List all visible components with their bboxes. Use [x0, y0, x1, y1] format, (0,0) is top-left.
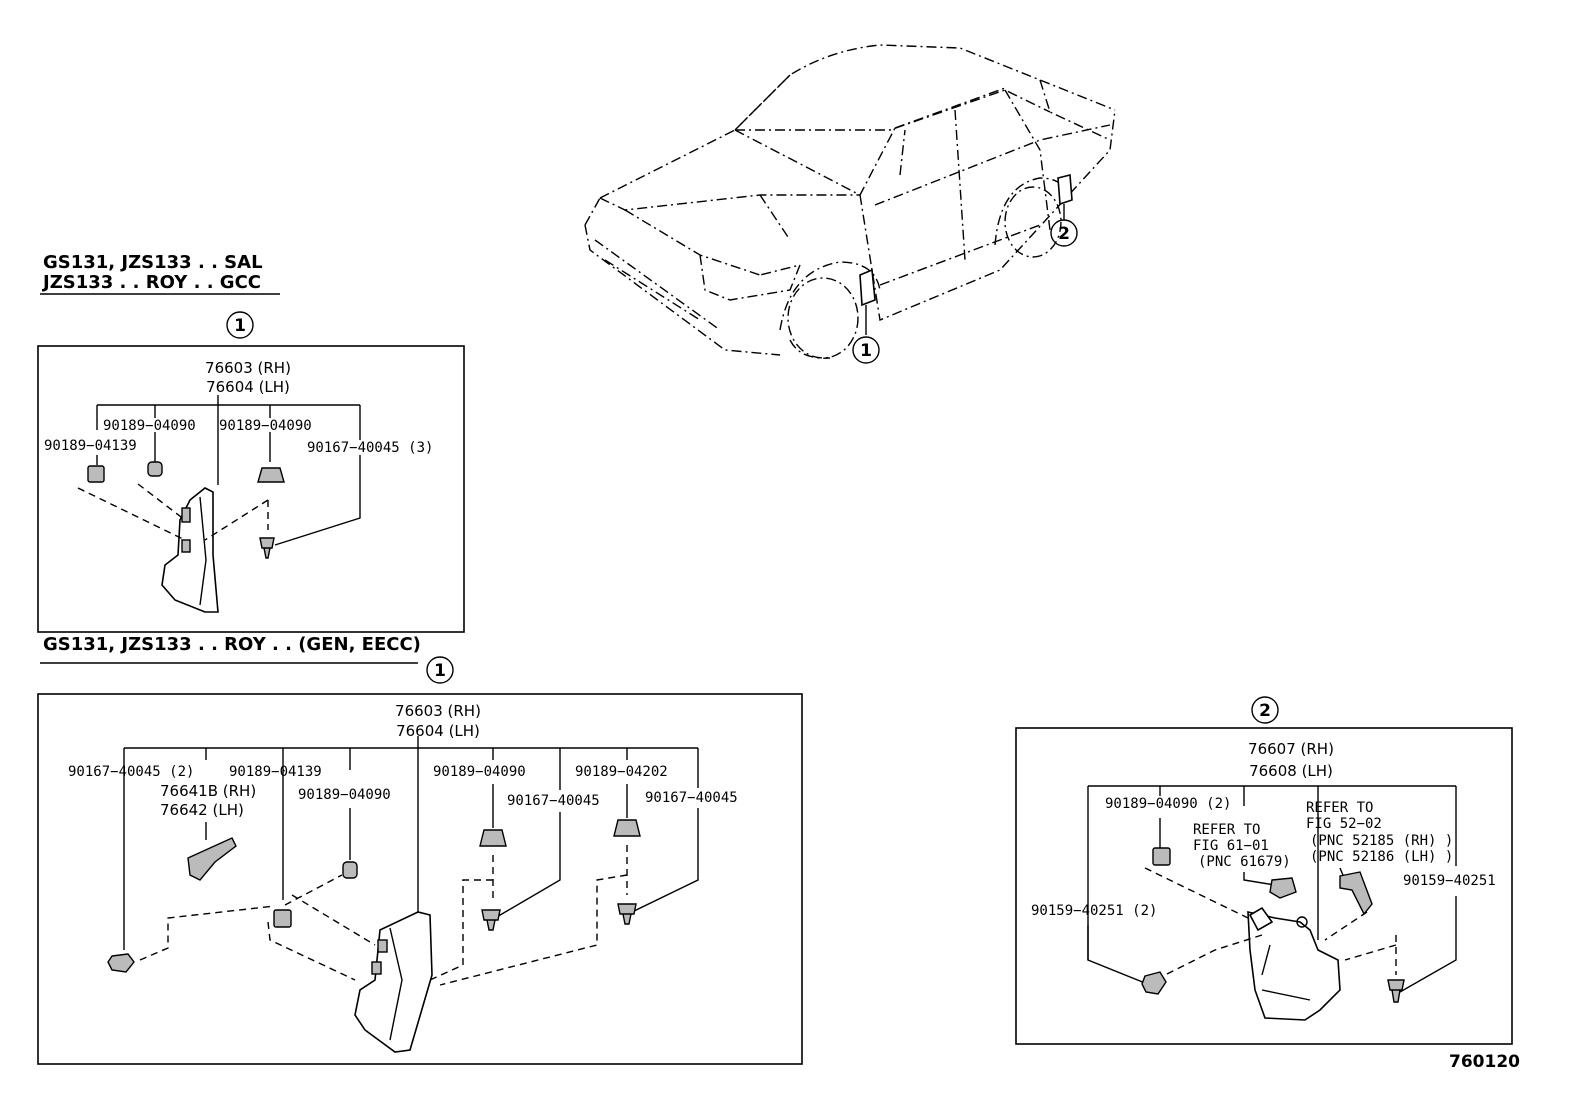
section-b-screw-1 — [481, 909, 501, 931]
section-c-retainer — [1269, 877, 1297, 899]
section-a-part-a: 90189−04139 — [44, 438, 137, 454]
section-a: GS131, JZS133 . . SAL JZS133 . . ROY . .… — [37, 252, 465, 633]
section-a-part-d: 90167−40045 (3) — [307, 440, 433, 456]
section-c-assembly-lh: 76608 (LH) — [1249, 762, 1333, 780]
car-illustration: 1 2 — [584, 44, 1116, 364]
section-c-assembly-rh: 76607 (RH) — [1248, 740, 1334, 758]
section-b-clip-2 — [273, 909, 292, 928]
section-a-part-c: 90189−04090 — [219, 418, 312, 434]
section-b-bracket — [187, 837, 237, 881]
section-c-refer2-line4: (PNC 52186 (LH) ) — [1310, 849, 1453, 865]
section-a-part-b: 90189−04090 — [103, 418, 196, 434]
section-c-refer1-line2: FIG 61−01 — [1193, 838, 1269, 854]
section-b-part-h: 90167−40045 — [645, 790, 738, 806]
section-c-part-b: 90159−40251 (2) — [1031, 903, 1157, 919]
section-b-part-e: 90189−04090 — [433, 764, 526, 780]
section-b-clip-1 — [342, 861, 358, 879]
section-b: GS131, JZS133 . . ROY . . (GEN, EECC) 1 … — [37, 634, 803, 1065]
section-a-screw — [259, 537, 275, 559]
car-callout-2: 2 — [1058, 224, 1070, 244]
section-a-clip-1 — [87, 465, 105, 483]
section-c-bracket — [1339, 871, 1373, 916]
section-c: 2 76607 (RH) 76608 (LH) 90189−04090 (2) … — [1015, 696, 1513, 1045]
section-c-part-a: 90189−04090 (2) — [1105, 796, 1231, 812]
section-a-clip-2 — [147, 461, 163, 477]
section-c-refer2-line3: (PNC 52185 (RH) ) — [1310, 833, 1453, 849]
section-a-callout: 1 — [234, 316, 246, 336]
section-b-mudflap — [354, 911, 433, 1053]
section-b-screw-3 — [107, 953, 135, 973]
section-a-assembly-rh: 76603 (RH) — [205, 359, 291, 377]
section-b-part-b: 90189−04139 — [229, 764, 322, 780]
section-b-callout: 1 — [434, 661, 446, 681]
section-b-header: GS131, JZS133 . . ROY . . (GEN, EECC) — [43, 634, 421, 655]
section-b-part-a: 90167−40045 (2) — [68, 764, 194, 780]
section-c-callout: 2 — [1259, 701, 1271, 721]
section-b-screw-2 — [617, 903, 637, 925]
section-b-assembly-lh: 76604 (LH) — [396, 722, 480, 740]
figure-number: 760120 — [1449, 1052, 1520, 1072]
section-a-header-line2: JZS133 . . ROY . . GCC — [41, 272, 261, 293]
car-callout-1: 1 — [860, 341, 872, 361]
section-c-clip — [1152, 847, 1171, 866]
section-c-mudflap — [1247, 910, 1341, 1021]
section-b-part-f: 90167−40045 — [507, 793, 600, 809]
section-b-part-c-rh: 76641B (RH) — [160, 782, 256, 800]
section-b-part-c-lh: 76642 (LH) — [160, 801, 244, 819]
section-a-header-line1: GS131, JZS133 . . SAL — [43, 252, 263, 273]
section-b-part-g: 90189−04202 — [575, 764, 668, 780]
section-b-clip-4 — [613, 819, 641, 837]
section-a-assembly-lh: 76604 (LH) — [206, 378, 290, 396]
section-c-refer1-line3: (PNC 61679) — [1198, 854, 1291, 870]
section-a-clip-3 — [257, 467, 285, 483]
section-b-assembly-rh: 76603 (RH) — [395, 702, 481, 720]
section-c-screw-2 — [1387, 979, 1405, 1003]
section-c-refer1-line1: REFER TO — [1193, 822, 1260, 838]
section-c-screw-1 — [1141, 971, 1167, 995]
section-b-part-d: 90189−04090 — [298, 787, 391, 803]
section-c-refer2-line2: FIG 52−02 — [1306, 816, 1382, 832]
section-c-refer2-line1: REFER TO — [1306, 800, 1373, 816]
section-c-part-c: 90159−40251 — [1403, 873, 1496, 889]
section-b-clip-3 — [479, 829, 507, 847]
